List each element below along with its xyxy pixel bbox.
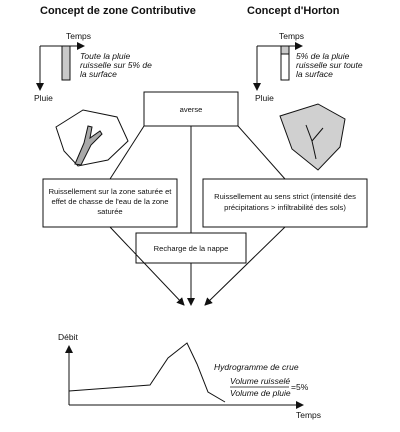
hydrograph-ratio-value: =5% xyxy=(291,382,309,392)
strict-runoff-line-2: précipitations > infiltrabilité des sols… xyxy=(224,203,346,212)
right-watershed-stream xyxy=(305,124,324,160)
right-watershed-shape xyxy=(279,103,346,171)
strict-to-hydrograph-arrow xyxy=(204,226,286,306)
hydrograph: Débit Temps Hydrogramme de crue Volume r… xyxy=(58,332,321,420)
title-contributive-concept: Concept de zone Contributive xyxy=(40,5,196,17)
right-inset-time-label: Temps xyxy=(279,31,304,41)
title-horton-concept: Concept d'Horton xyxy=(247,5,340,17)
right-inset-caption-line-3: la surface xyxy=(296,69,333,79)
hydrograph-curve xyxy=(68,342,226,403)
saturated-runoff-line-3: saturée xyxy=(97,207,122,216)
left-inset-caption-line-3: la surface xyxy=(80,69,117,79)
right-watershed-outline xyxy=(279,103,346,171)
right-inset-rain-label: Pluie xyxy=(255,93,274,103)
recharge-label: Recharge de la nappe xyxy=(154,244,229,253)
left-rain-inset: Temps Pluie Toute la pluie ruisselle sur… xyxy=(34,31,152,103)
right-rain-inset: Temps Pluie 5% de la pluie ruisselle sur… xyxy=(253,31,363,103)
hydrograph-xlabel: Temps xyxy=(296,410,321,420)
left-inset-rain-label: Pluie xyxy=(34,93,53,103)
right-inset-caption-line-2: ruisselle sur toute xyxy=(296,60,363,70)
left-inset-caption-line-2: ruisselle sur 5% de xyxy=(80,60,152,70)
right-inset-runoff-bar xyxy=(280,45,290,55)
averse-label: averse xyxy=(180,105,203,114)
hydrograph-ratio-numerator: Volume ruisselé xyxy=(230,376,290,386)
hydrograph-ylabel: Débit xyxy=(58,332,78,342)
left-watershed-shape xyxy=(55,109,129,167)
saturated-runoff-line-1: Ruissellement sur la zone saturée et xyxy=(49,187,173,196)
left-saturated-zone xyxy=(74,125,103,166)
saturated-runoff-line-2: effet de chasse de l'eau de la zone xyxy=(52,197,169,206)
averse-to-strict-connector xyxy=(237,125,286,180)
left-inset-time-label: Temps xyxy=(66,31,91,41)
averse-box xyxy=(143,91,239,127)
hydrograph-ratio-denominator: Volume de pluie xyxy=(230,388,291,398)
left-inset-caption-line-1: Toute la pluie xyxy=(80,51,131,61)
right-inset-caption-line-1: 5% de la pluie xyxy=(296,51,350,61)
saturated-to-hydrograph-arrow xyxy=(109,226,185,306)
averse-to-saturated-connector xyxy=(109,125,145,180)
strict-runoff-line-1: Ruissellement au sens strict (intensité … xyxy=(214,192,356,201)
left-inset-rain-bar xyxy=(61,45,71,81)
hydrograph-curve-label: Hydrogramme de crue xyxy=(214,362,299,372)
